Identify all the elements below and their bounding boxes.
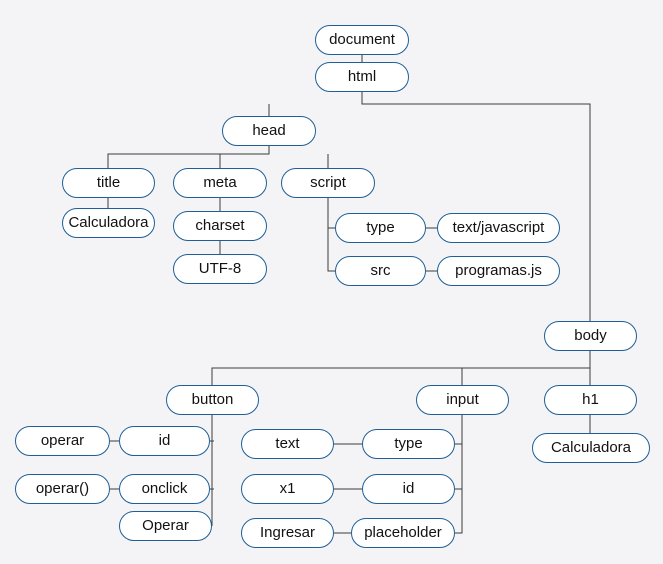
node-button-id-value: operar (15, 426, 110, 456)
node-button-onclick: onclick (119, 474, 210, 504)
node-h1-text: Calculadora (532, 433, 650, 463)
node-input-placeholder-value: Ingresar (241, 518, 334, 548)
node-input-type-value: text (241, 429, 334, 459)
node-title: title (62, 168, 155, 198)
node-document: document (315, 25, 409, 55)
node-input: input (416, 385, 509, 415)
node-script: script (281, 168, 375, 198)
node-charset: charset (173, 211, 267, 241)
node-h1: h1 (544, 385, 637, 415)
node-head: head (222, 116, 316, 146)
node-html: html (315, 62, 409, 92)
node-input-id: id (362, 474, 455, 504)
node-button-onclick-value: operar() (15, 474, 110, 504)
node-button-id: id (119, 426, 210, 456)
node-charset-value: UTF-8 (173, 254, 267, 284)
node-meta: meta (173, 168, 267, 198)
node-title-value: Calculadora (62, 208, 155, 238)
node-input-id-value: x1 (241, 474, 334, 504)
node-input-placeholder: placeholder (351, 518, 455, 548)
node-input-type: type (362, 429, 455, 459)
node-body: body (544, 321, 637, 351)
node-script-type: type (335, 213, 426, 243)
node-script-src-value: programas.js (437, 256, 560, 286)
node-button: button (166, 385, 259, 415)
node-script-type-value: text/javascript (437, 213, 560, 243)
node-button-text: Operar (119, 511, 212, 541)
node-script-src: src (335, 256, 426, 286)
